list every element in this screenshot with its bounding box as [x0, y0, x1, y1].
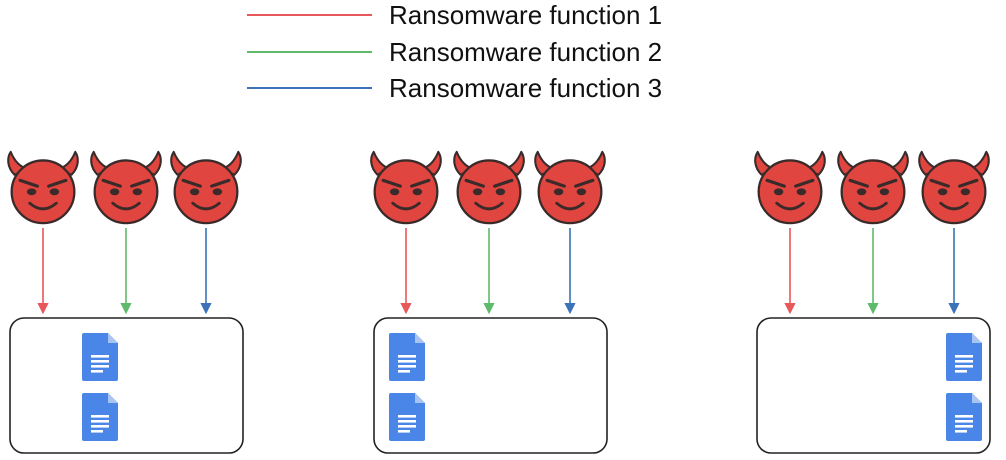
legend-label-3: Ransomware function 3: [389, 73, 662, 103]
file-container: [373, 317, 608, 454]
document-icon: [946, 333, 982, 381]
document-icon: [389, 393, 425, 441]
devil-face-icon: [753, 150, 827, 225]
devil-face-icon: [89, 150, 163, 225]
legend-label-1: Ransomware function 1: [389, 0, 662, 30]
document-icon: [82, 333, 118, 381]
document-icon: [82, 393, 118, 441]
devil-face-icon: [169, 150, 243, 225]
file-container: [9, 317, 244, 454]
legend-label-2: Ransomware function 2: [389, 37, 662, 67]
document-icon: [946, 393, 982, 441]
group-3: [753, 150, 991, 454]
group-1: [6, 150, 244, 454]
devil-face-icon: [369, 150, 443, 225]
devil-face-icon: [6, 150, 80, 225]
legend-item-2: Ransomware function 2: [247, 37, 662, 67]
devil-face-icon: [533, 150, 607, 225]
devil-face-icon: [836, 150, 910, 225]
file-container: [756, 317, 991, 454]
legend: Ransomware function 1 Ransomware functio…: [247, 0, 662, 103]
devil-face-icon: [452, 150, 526, 225]
document-icon: [389, 333, 425, 381]
legend-item-3: Ransomware function 3: [247, 73, 662, 103]
legend-item-1: Ransomware function 1: [247, 0, 662, 30]
devil-face-icon: [917, 150, 991, 225]
group-2: [369, 150, 608, 454]
